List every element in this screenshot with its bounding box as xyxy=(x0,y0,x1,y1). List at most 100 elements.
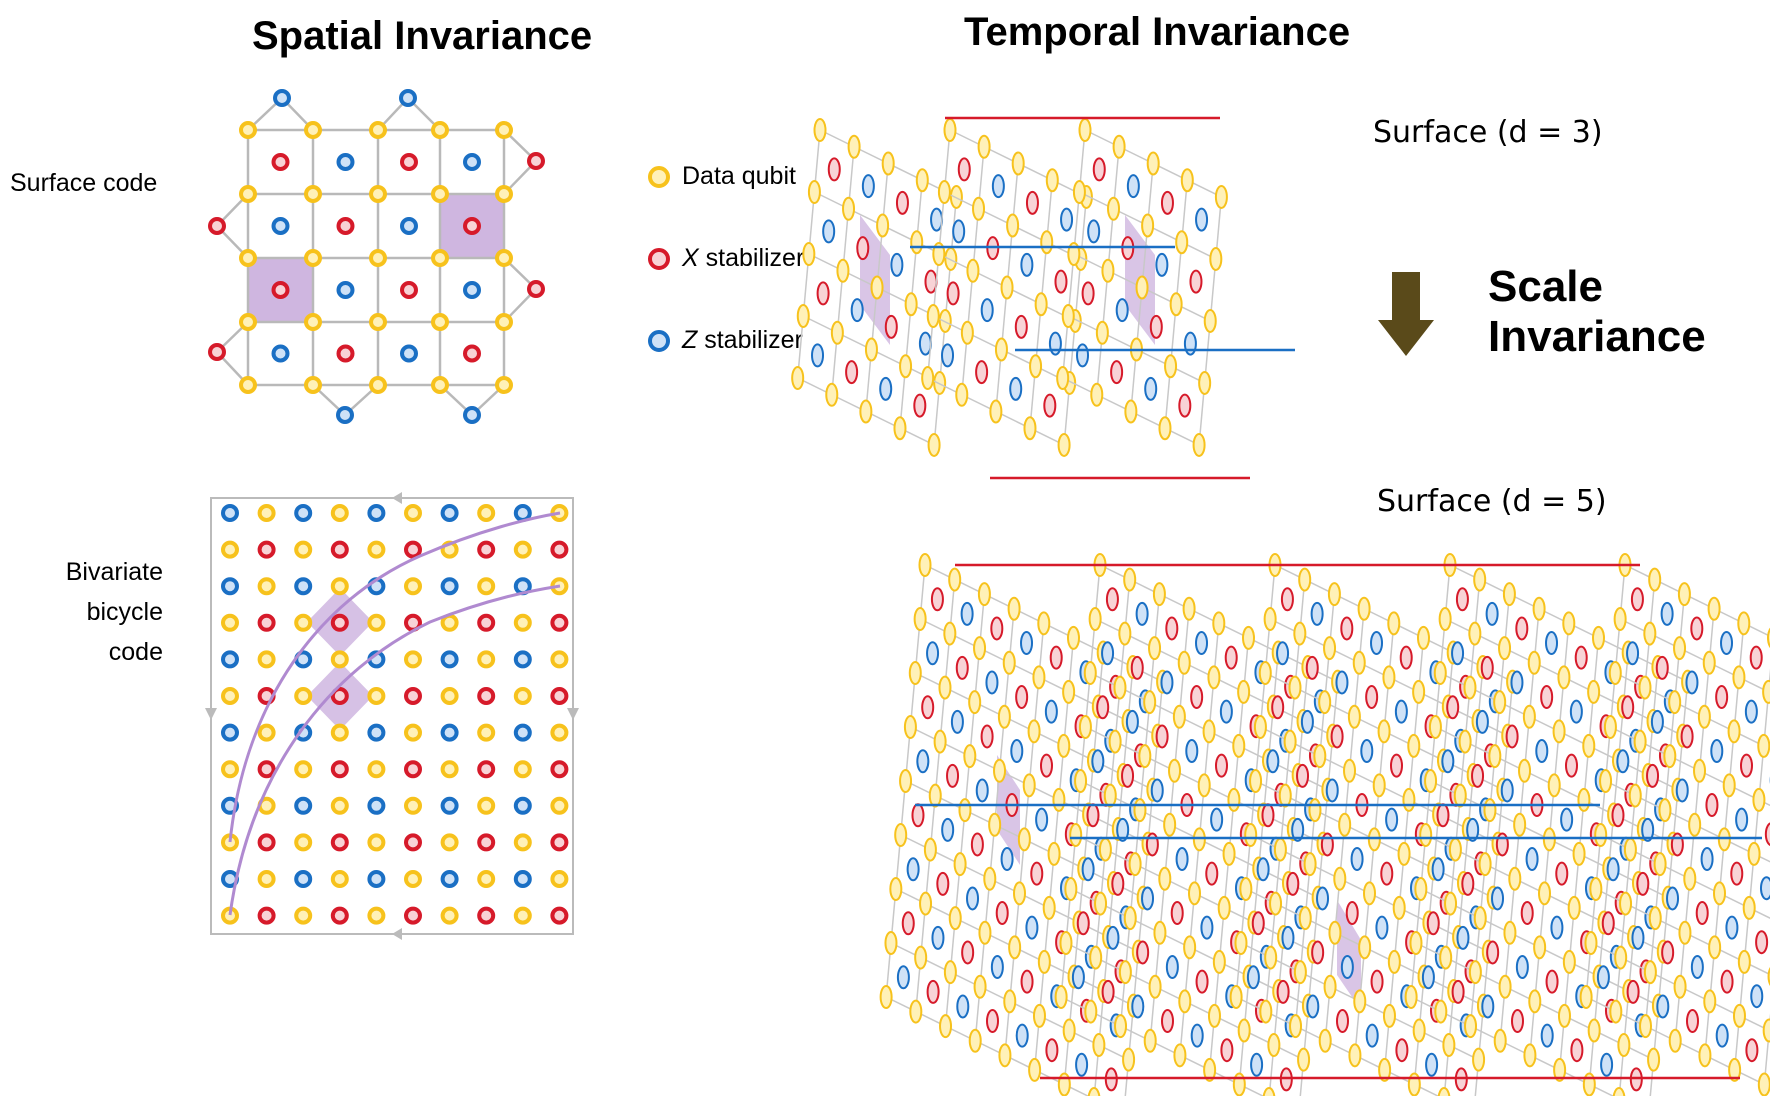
z-stabilizer xyxy=(896,965,910,990)
lattice-edge xyxy=(1423,975,1455,992)
data-qubit xyxy=(1737,611,1751,636)
data-qubit xyxy=(367,760,386,779)
data-qubit xyxy=(1272,979,1286,1004)
lattice-edge xyxy=(1753,853,1770,863)
x-stabilizer xyxy=(955,655,969,680)
bb-code-curves xyxy=(228,511,561,916)
data-qubit-circle-icon xyxy=(648,166,670,188)
lattice-edge xyxy=(979,647,1010,664)
lattice-edge xyxy=(939,740,971,757)
z-stabilizer xyxy=(221,796,239,815)
lattice-edge xyxy=(1173,716,1181,771)
data-qubit xyxy=(1169,292,1183,317)
x-stabilizer xyxy=(1399,645,1413,670)
z-stabilizer xyxy=(975,778,989,803)
lattice-edge xyxy=(974,986,981,1041)
data-qubit xyxy=(1232,733,1246,758)
z-stabilizer xyxy=(294,796,313,815)
lattice-edge xyxy=(1664,756,1671,811)
data-qubit xyxy=(1067,242,1081,266)
lattice-edge xyxy=(1073,637,1104,654)
z-stabilizer xyxy=(960,601,974,626)
lattice-edge xyxy=(1694,824,1725,840)
x-stabilizer xyxy=(1190,685,1204,710)
lattice-edge xyxy=(1127,666,1134,722)
z-stabilizer xyxy=(850,298,864,323)
lattice-edge xyxy=(1089,618,1096,674)
lattice-edge xyxy=(1035,365,1070,384)
z-stabilizer xyxy=(1195,631,1209,656)
lattice-edge xyxy=(1733,730,1765,747)
lattice-edge xyxy=(1146,163,1154,226)
data-qubit xyxy=(1646,709,1660,734)
data-qubit xyxy=(369,376,387,394)
bb-frame-rect xyxy=(210,497,574,935)
bb-code-label: Bivariate bicycle code xyxy=(45,552,163,672)
z-stabilizer xyxy=(1150,778,1164,803)
data-qubit xyxy=(1621,640,1635,665)
lattice-edge xyxy=(1309,863,1341,880)
left-arrow-icon xyxy=(392,928,402,940)
data-qubit xyxy=(304,313,322,331)
data-qubit xyxy=(899,769,913,793)
lattice-edge xyxy=(1434,672,1442,728)
lattice-edge xyxy=(1447,652,1454,707)
lattice-edge xyxy=(1070,834,1077,890)
lattice-edge xyxy=(1492,843,1499,898)
z-stabilizer xyxy=(1394,699,1408,724)
lattice-edge xyxy=(1544,892,1575,909)
highlight-plaquette xyxy=(248,258,313,322)
lattice-edge xyxy=(1753,799,1760,854)
lattice-edge xyxy=(1109,794,1141,811)
lattice-edge xyxy=(1188,893,1196,948)
data-qubit xyxy=(1257,802,1271,827)
lattice-edge xyxy=(1255,780,1286,797)
data-qubit xyxy=(977,134,991,159)
data-qubit xyxy=(1727,719,1741,744)
lattice-edge xyxy=(1477,720,1509,737)
x-stabilizer xyxy=(1054,269,1068,294)
lattice-edge xyxy=(1743,907,1750,962)
z-stabilizer xyxy=(1291,817,1305,842)
data-qubit xyxy=(1528,989,1542,1014)
data-qubit xyxy=(968,1028,982,1053)
z-stabilizer xyxy=(1129,797,1143,822)
lattice-edge xyxy=(1528,662,1535,717)
z-stabilizer xyxy=(1675,778,1689,803)
lattice-edge xyxy=(1598,922,1605,977)
lattice-edge xyxy=(924,564,956,581)
lattice-edge xyxy=(1467,828,1499,845)
lattice-edge xyxy=(1265,1010,1296,1027)
data-qubit xyxy=(304,185,322,203)
lattice-edge xyxy=(1474,1059,1480,1096)
data-qubit xyxy=(404,650,422,669)
lattice-edge xyxy=(1590,942,1622,959)
x-stabilizer xyxy=(1311,940,1325,965)
data-qubit xyxy=(1313,744,1327,769)
lattice-edge xyxy=(1119,686,1151,703)
data-qubit xyxy=(927,432,941,457)
lattice-edge xyxy=(1649,1059,1655,1096)
data-qubit xyxy=(1607,802,1621,827)
lattice-edge xyxy=(1058,799,1089,816)
lattice-edge xyxy=(1603,921,1634,938)
z-stabilizer xyxy=(1250,1052,1264,1077)
lattice-edge xyxy=(974,701,1005,718)
lattice-edge xyxy=(1553,784,1585,801)
data-qubit xyxy=(1091,694,1105,719)
lattice-edge xyxy=(1079,191,1114,210)
lattice-edge xyxy=(1509,878,1516,933)
data-qubit xyxy=(1133,798,1147,823)
lattice-edge xyxy=(1588,1030,1595,1085)
x-stabilizer xyxy=(330,540,349,559)
lattice-edge xyxy=(1045,180,1054,243)
lattice-edge xyxy=(1472,720,1479,776)
lattice-edge xyxy=(1102,936,1110,992)
z-stabilizer xyxy=(513,723,532,742)
z-stabilizer xyxy=(1106,925,1120,950)
lattice-edge xyxy=(1708,608,1715,663)
lattice-edge xyxy=(1274,564,1306,581)
data-qubit xyxy=(1203,1057,1217,1082)
lattice-edge xyxy=(1484,863,1516,880)
data-qubit xyxy=(1506,669,1520,694)
